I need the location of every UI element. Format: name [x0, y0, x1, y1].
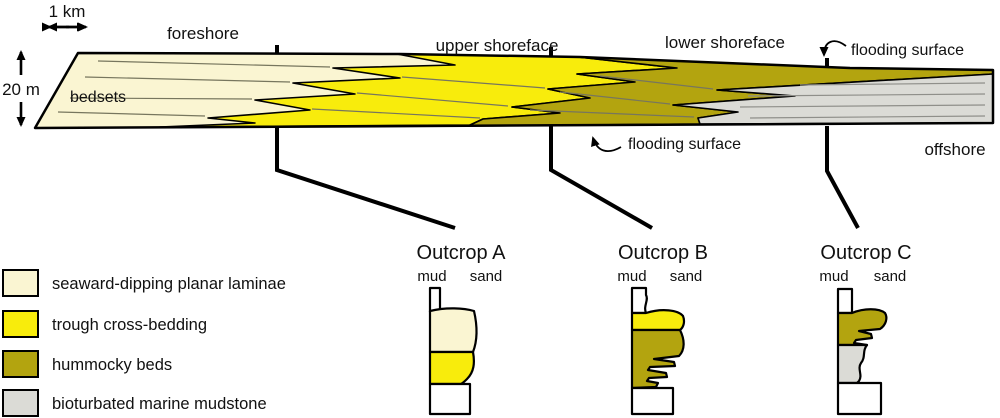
legend-label-marine-mudstone: bioturbated marine mudstone — [52, 395, 267, 413]
flooding-surface-lower-label: flooding surface — [628, 136, 741, 153]
outcrop-c-mudstone-bed — [836, 343, 869, 385]
legend-swatch-marine-mudstone — [2, 389, 39, 417]
outcrop-a-sand-label: sand — [470, 268, 503, 285]
cross-section — [33, 45, 995, 130]
zone-label-upper-shoreface: upper shoreface — [436, 36, 559, 55]
zone-label-offshore: offshore — [924, 140, 985, 159]
flooding-surface-upper-arrow — [819, 40, 847, 57]
outcrop-a-mud-label: mud — [417, 268, 446, 285]
outcrop-a-planar-laminae-bed — [428, 307, 478, 354]
outcrop-a: Outcrop A mud sand — [417, 242, 507, 416]
legend-label-hummocky-beds: hummocky beds — [52, 356, 172, 374]
zone-label-lower-shoreface: lower shoreface — [665, 33, 785, 52]
zone-tick-flooding-surface — [825, 58, 829, 67]
connector-outcrop-c — [825, 126, 860, 229]
bedset-laminae-lines — [57, 60, 986, 119]
legend-swatch-hummocky-beds — [2, 350, 39, 378]
outcrop-b-trough-cross-bedding-bed — [630, 309, 686, 332]
outcrop-b-sand-label: sand — [670, 268, 703, 285]
zone-tick-upper-lower — [549, 47, 553, 56]
outcrop-b-hummocky-bed — [630, 328, 685, 390]
outcrop-c: Outcrop C mud sand — [819, 242, 912, 416]
outcrop-c-top-stub — [836, 287, 854, 315]
outcrop-c-hummocky-bed — [836, 308, 888, 347]
horizontal-scale-label: 1 km — [49, 2, 86, 21]
flooding-surface-lower-arrow — [591, 136, 622, 152]
outcrop-a-trough-cross-bedding-bed — [428, 350, 475, 386]
cross-section-outline — [33, 51, 995, 130]
flooding-surface-upper-annotation: flooding surface — [819, 40, 964, 59]
vertical-scale-bar: 20 m — [2, 50, 40, 127]
legend-swatch-planar-laminae — [2, 269, 39, 297]
outcrop-c-sand-label: sand — [874, 268, 907, 285]
legend-swatch-trough-cross-bedding — [2, 310, 39, 338]
zone-label-foreshore: foreshore — [167, 24, 239, 43]
bedsets-label: bedsets — [70, 89, 126, 106]
connector-outcrop-a — [275, 127, 456, 230]
legend-label-planar-laminae: seaward-dipping planar laminae — [52, 275, 286, 293]
flooding-surface-lower-annotation: flooding surface — [591, 136, 741, 153]
outcrop-b: Outcrop B mud sand — [617, 242, 708, 416]
connector-outcrop-b — [549, 125, 653, 230]
outcrop-c-title: Outcrop C — [820, 242, 911, 264]
outcrop-b-bottom-bed — [630, 386, 675, 416]
horizontal-scale-bar: 1 km — [42, 2, 88, 32]
outcrop-b-title: Outcrop B — [618, 242, 708, 264]
vertical-scale-label: 20 m — [2, 80, 40, 99]
outcrop-b-top-stub — [630, 286, 648, 315]
outcrop-a-title: Outcrop A — [417, 242, 507, 264]
outcrop-c-bottom-bed — [836, 381, 883, 416]
outcrop-c-mud-label: mud — [819, 268, 848, 285]
legend: seaward-dipping planar laminae trough cr… — [2, 269, 286, 417]
flooding-surface-upper-label: flooding surface — [851, 42, 964, 59]
outcrop-a-bottom-bed — [428, 382, 472, 416]
outcrop-b-mud-label: mud — [617, 268, 646, 285]
legend-label-trough-cross-bedding: trough cross-bedding — [52, 316, 207, 334]
zone-tick-foreshore-upper — [275, 45, 279, 54]
